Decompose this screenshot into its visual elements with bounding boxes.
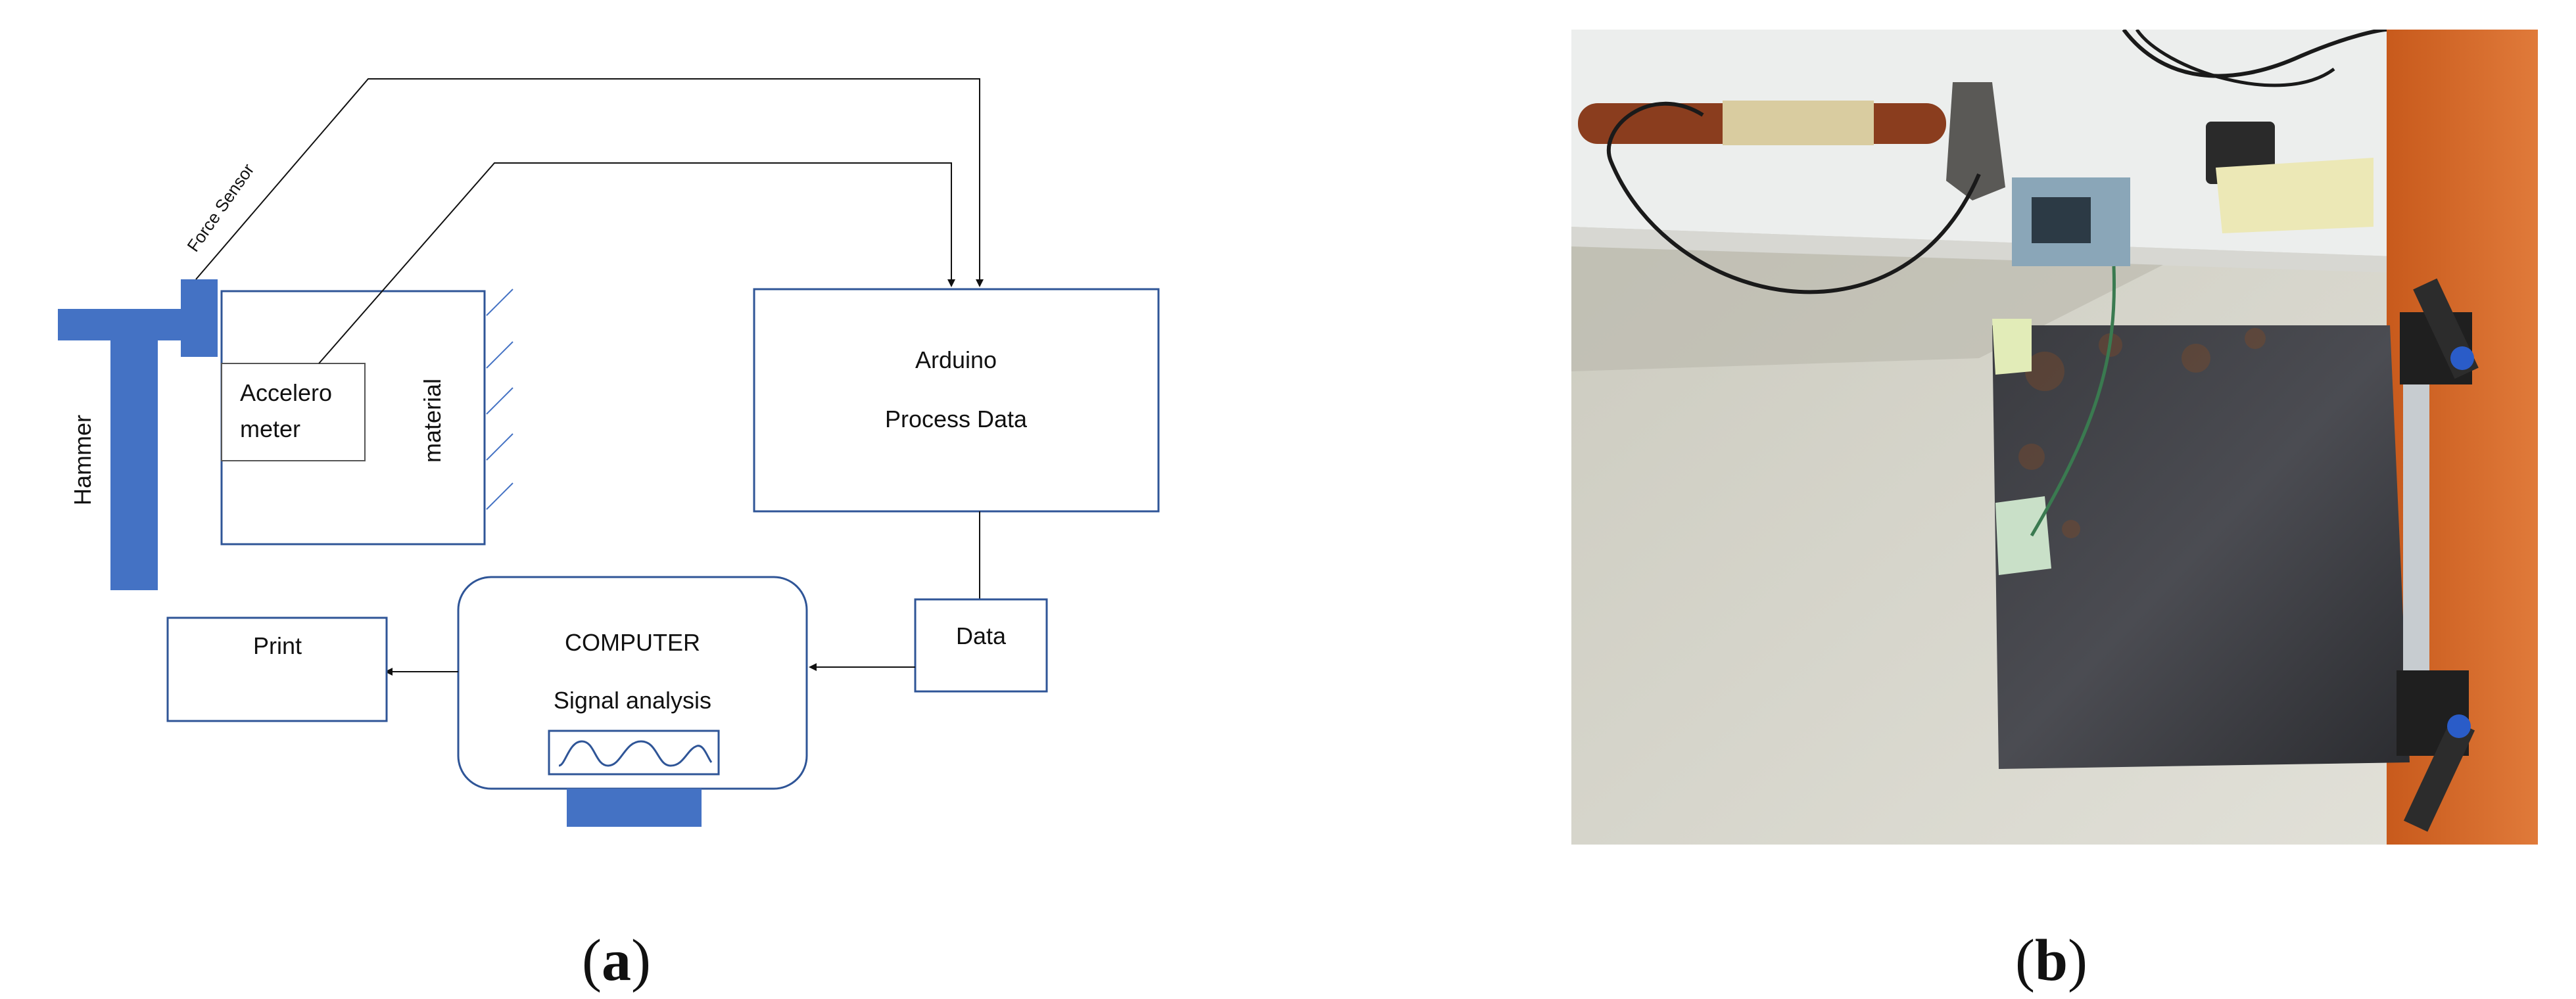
data-label: Data: [956, 622, 1007, 649]
data-box: [914, 598, 1048, 693]
signal-waveform: [558, 740, 713, 767]
hammer-handle: [110, 340, 158, 590]
photo-steel-plate: [1992, 325, 2410, 769]
computer-label: COMPUTER: [565, 629, 700, 656]
photo-under-desk: [1571, 246, 2163, 371]
caption-b-letter: b: [2034, 928, 2068, 993]
photo-hammer-tape: [1723, 101, 1874, 145]
caption-a-close: ): [631, 928, 651, 993]
photo-accel-wire: [2030, 266, 2116, 537]
caption-a: (a): [582, 927, 651, 994]
force-sensor-wire: [195, 78, 984, 287]
photo-cable-2: [2122, 30, 2387, 78]
material-label: material: [419, 379, 446, 463]
accelerometer-box: [221, 363, 366, 461]
hammer-label: Hammer: [69, 415, 96, 505]
caption-b-open: (: [2015, 928, 2035, 993]
photo-clamp-bottom-handle: [2403, 719, 2475, 832]
force-sensor-label: Force Sensor: [183, 160, 258, 255]
experimental-setup-photo: [1571, 30, 2538, 845]
setup-schematic: Hammer Force Sensor material Accelero me…: [58, 78, 1160, 827]
accelerometer-label-line1: Accelero: [240, 379, 332, 406]
photo-cable-1: [1606, 101, 1981, 294]
caption-a-open: (: [582, 928, 602, 993]
print-box: [166, 616, 388, 722]
caption-b: (b): [2015, 927, 2087, 994]
photo-clamp-bottom-pad: [2447, 714, 2471, 738]
computer-stand: [567, 789, 702, 827]
photo-arduino-chip: [2032, 197, 2091, 243]
signal-screen: [548, 730, 720, 776]
accelerometer-wire: [318, 162, 955, 364]
photo-clamp-top-pad: [2450, 346, 2474, 370]
photo-tape-pad: [2216, 158, 2373, 233]
arduino-box: [753, 288, 1160, 513]
caption-b-close: ): [2068, 928, 2088, 993]
process-data-label: Process Data: [885, 406, 1028, 432]
photo-cable-3: [2135, 30, 2335, 87]
signal-analysis-label: Signal analysis: [554, 687, 711, 714]
print-label: Print: [253, 632, 302, 659]
photo-desk-edge: [1571, 227, 2393, 273]
photo-hammer-head: [1946, 82, 2005, 200]
photo-tape-accelerometer: [1995, 496, 2051, 575]
force-sensor-block: [181, 279, 218, 357]
photo-rust: [2018, 328, 2266, 538]
accelerometer-label-line2: meter: [240, 415, 300, 442]
photo-tape-top: [1992, 319, 2032, 375]
caption-a-letter: a: [601, 928, 631, 993]
arduino-label: Arduino: [915, 346, 997, 373]
material-hatching: [486, 289, 513, 510]
